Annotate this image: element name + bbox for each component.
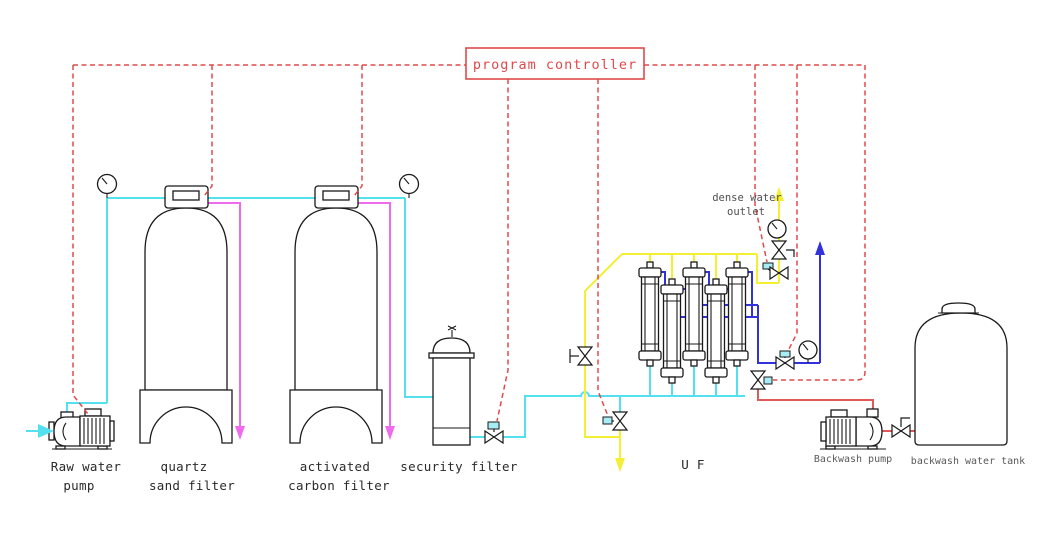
uf-module <box>725 261 749 367</box>
uf-module <box>638 261 662 367</box>
permeate-line-valve <box>775 350 795 371</box>
uf-label: U F <box>681 457 704 472</box>
dense-water-arrow <box>774 187 784 201</box>
backwash-water-tank-label: backwash water tank <box>911 456 1025 467</box>
flow-arrows <box>38 187 825 472</box>
pressure-gauge-icon <box>398 173 420 198</box>
carbon-filter-label-line1: activated <box>300 459 370 474</box>
dense-water-valve-lower <box>762 262 789 281</box>
pressure-gauges <box>96 173 818 363</box>
security-filter-label: security filter <box>400 459 518 474</box>
carbon-drain-arrow <box>385 426 395 440</box>
pressure-gauge-icon <box>96 173 118 198</box>
inlet-flow-arrow <box>38 424 54 438</box>
dense-water-outlet-label-line2: outlet <box>727 206 765 218</box>
raw-water-pump-label-line1: Raw water <box>51 459 122 474</box>
activated-carbon-filter-tank <box>289 185 383 444</box>
quartz-sand-filter-tank <box>139 185 233 444</box>
backwash-line-valve <box>749 370 773 390</box>
uf-module <box>704 278 728 384</box>
backwash-water-tank <box>914 302 1008 446</box>
backwash-drain-pipe-magenta <box>208 202 391 426</box>
raw-water-pump-icon <box>48 408 115 450</box>
uf-drain-valve <box>602 411 629 431</box>
dense-water-valve-upper <box>770 240 795 260</box>
equipment-labels: Raw water pump quartz sand filter activa… <box>51 192 1025 493</box>
uf-membrane-modules <box>638 261 749 384</box>
dense-water-outlet-label-line1: dense water <box>712 192 782 204</box>
backwash-pump-label: Backwash pump <box>814 454 892 465</box>
uf-module <box>660 278 684 384</box>
concentrate-pipe-yellow <box>584 200 780 458</box>
pressure-gauge-icon <box>798 340 818 363</box>
uf-drain-arrow <box>615 458 625 472</box>
uf-module <box>682 261 706 367</box>
security-filter-vessel <box>428 325 475 446</box>
raw-water-pipe-cyan <box>26 197 745 438</box>
control-signal-lines <box>72 64 866 422</box>
valves <box>484 240 911 445</box>
raw-water-pump-label-line2: pump <box>63 478 94 493</box>
quartz-filter-label-line2: sand filter <box>149 478 235 493</box>
uf-feed-valve <box>569 346 594 366</box>
security-filter-outlet-valve <box>484 421 504 445</box>
pressure-gauge-icon <box>767 219 787 239</box>
program-controller: program controller <box>465 47 645 80</box>
backwash-pump-icon <box>820 408 886 450</box>
program-controller-label: program controller <box>473 57 637 73</box>
permeate-out-arrow <box>815 241 825 255</box>
tank-outlet-valve <box>891 417 911 439</box>
quartz-drain-arrow <box>235 426 245 440</box>
carbon-filter-label-line2: carbon filter <box>288 478 390 493</box>
quartz-filter-label-line1: quartz <box>161 459 208 474</box>
